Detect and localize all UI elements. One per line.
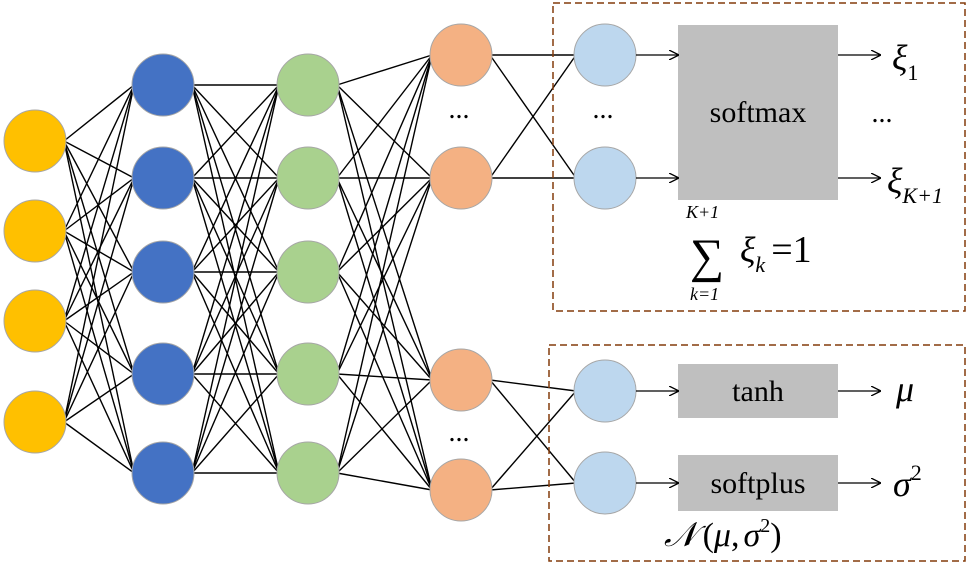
edge-input-3-to-layer1-0 <box>63 84 135 423</box>
edge-layer2-1-to-layer3-2 <box>336 177 433 381</box>
layer2-node-2 <box>276 240 340 304</box>
layer3-node-2 <box>429 348 493 412</box>
output-node-2 <box>573 359 637 423</box>
edge-input-1-to-layer1-0 <box>63 84 135 232</box>
edge-layer1-4-to-layer2-0 <box>191 84 280 474</box>
top-head-frame <box>552 2 966 312</box>
layer3-bottom-ellipsis: ... <box>449 417 470 448</box>
softmax-label: softmax <box>710 96 807 129</box>
layer1-node-2 <box>131 240 195 304</box>
edge-layer2-4-to-layer3-3 <box>336 472 433 491</box>
output-node-0 <box>573 23 637 87</box>
edge-layer2-1-to-layer3-0 <box>336 54 433 179</box>
edge-input-2-to-layer1-1 <box>63 177 135 322</box>
edge-input-0-to-layer1-2 <box>63 140 135 273</box>
edge-layer1-3-to-layer2-2 <box>191 271 280 375</box>
layer1-node-1 <box>131 146 195 210</box>
edge-layer2-2-to-layer3-3 <box>336 271 433 491</box>
softmax-box <box>678 25 838 200</box>
edge-input-0-to-layer1-0 <box>63 84 135 142</box>
edge-layer3-2-to-output-2 <box>489 379 577 392</box>
layer1-node-0 <box>131 53 195 117</box>
edge-layer2-2-to-layer3-1 <box>336 177 433 273</box>
edge-input-0-to-layer1-4 <box>63 140 135 474</box>
edge-layer3-2-to-output-3 <box>489 379 577 484</box>
layer1-node-4 <box>131 441 195 505</box>
output-node-3 <box>573 451 637 515</box>
edge-layer2-0-to-layer3-1 <box>336 84 433 179</box>
tanh-label: tanh <box>732 375 784 408</box>
edge-layer2-4-to-layer3-2 <box>336 379 433 474</box>
input-node-3 <box>3 390 67 454</box>
normal-distribution-eq: 𝒩(μ,σ2) <box>664 515 782 554</box>
edge-input-3-to-layer1-3 <box>63 373 135 423</box>
edge-input-2-to-layer1-2 <box>63 271 135 322</box>
edge-input-3-to-layer1-4 <box>63 421 135 474</box>
connection-edges <box>63 54 577 491</box>
edge-layer2-2-to-layer3-0 <box>336 54 433 273</box>
edge-layer1-4-to-layer2-3 <box>191 373 280 474</box>
edge-input-3-to-layer1-1 <box>63 177 135 423</box>
edge-layer1-4-to-layer2-1 <box>191 177 280 474</box>
output-node-1 <box>573 146 637 210</box>
edge-input-3-to-layer1-2 <box>63 271 135 423</box>
edge-layer2-3-to-layer3-0 <box>336 54 433 375</box>
edge-layer3-3-to-output-2 <box>489 390 577 491</box>
output-top-ellipsis: ... <box>593 94 614 125</box>
softmax-output-ellipsis: ... <box>872 98 893 129</box>
layer3-node-0 <box>429 23 493 87</box>
edge-layer2-0-to-layer3-3 <box>336 84 433 491</box>
mu-output: μ <box>895 369 914 409</box>
softplus-label: softplus <box>710 467 805 500</box>
edge-layer2-4-to-layer3-1 <box>336 177 433 474</box>
network-nodes <box>3 23 637 522</box>
edge-layer1-3-to-layer2-0 <box>191 84 280 375</box>
edge-layer2-3-to-layer3-2 <box>336 373 433 381</box>
edge-layer3-3-to-output-3 <box>489 482 577 491</box>
layer3-node-1 <box>429 146 493 210</box>
layer1-node-3 <box>131 342 195 406</box>
layer2-node-0 <box>276 53 340 117</box>
edge-layer1-2-to-layer2-1 <box>191 177 280 273</box>
input-node-1 <box>3 199 67 263</box>
edge-layer3-1-to-output-0 <box>489 54 577 179</box>
edge-layer2-3-to-layer3-3 <box>336 373 433 491</box>
xik1-output: ξK+1 <box>887 161 943 208</box>
edge-layer1-2-to-layer2-0 <box>191 84 280 273</box>
edge-layer2-4-to-layer3-0 <box>336 54 433 474</box>
sigma-output: σ2 <box>893 460 922 504</box>
edge-layer2-1-to-layer3-3 <box>336 177 433 491</box>
layer2-node-3 <box>276 342 340 406</box>
tanh-box <box>678 364 838 418</box>
layer2-node-1 <box>276 146 340 210</box>
sum-upper-limit: K+1 <box>685 202 719 222</box>
input-node-0 <box>3 109 67 173</box>
layer2-node-4 <box>276 441 340 505</box>
arrows <box>636 55 880 483</box>
edge-layer2-0-to-layer3-2 <box>336 84 433 381</box>
edge-layer2-0-to-layer3-0 <box>336 54 433 86</box>
edge-input-2-to-layer1-0 <box>63 84 135 322</box>
input-node-2 <box>3 289 67 353</box>
layer3-top-ellipsis: ... <box>449 94 470 125</box>
layer3-node-3 <box>429 458 493 522</box>
edge-layer1-4-to-layer2-2 <box>191 271 280 474</box>
bottom-head-frame <box>548 344 966 562</box>
edge-input-0-to-layer1-3 <box>63 140 135 375</box>
edge-input-2-to-layer1-4 <box>63 320 135 474</box>
softplus-box <box>678 455 838 511</box>
xi1-output: ξ1 <box>892 38 918 85</box>
sum-equation: K+1 ∑ ξk=1 k=1 <box>685 202 812 304</box>
sum-lower-limit: k=1 <box>690 284 719 304</box>
sum-symbol: ∑ <box>690 230 724 283</box>
sum-term: ξk=1 <box>740 229 812 277</box>
edge-layer2-3-to-layer3-1 <box>336 177 433 375</box>
edge-input-1-to-layer1-4 <box>63 230 135 474</box>
edge-layer1-1-to-layer2-0 <box>191 84 280 179</box>
